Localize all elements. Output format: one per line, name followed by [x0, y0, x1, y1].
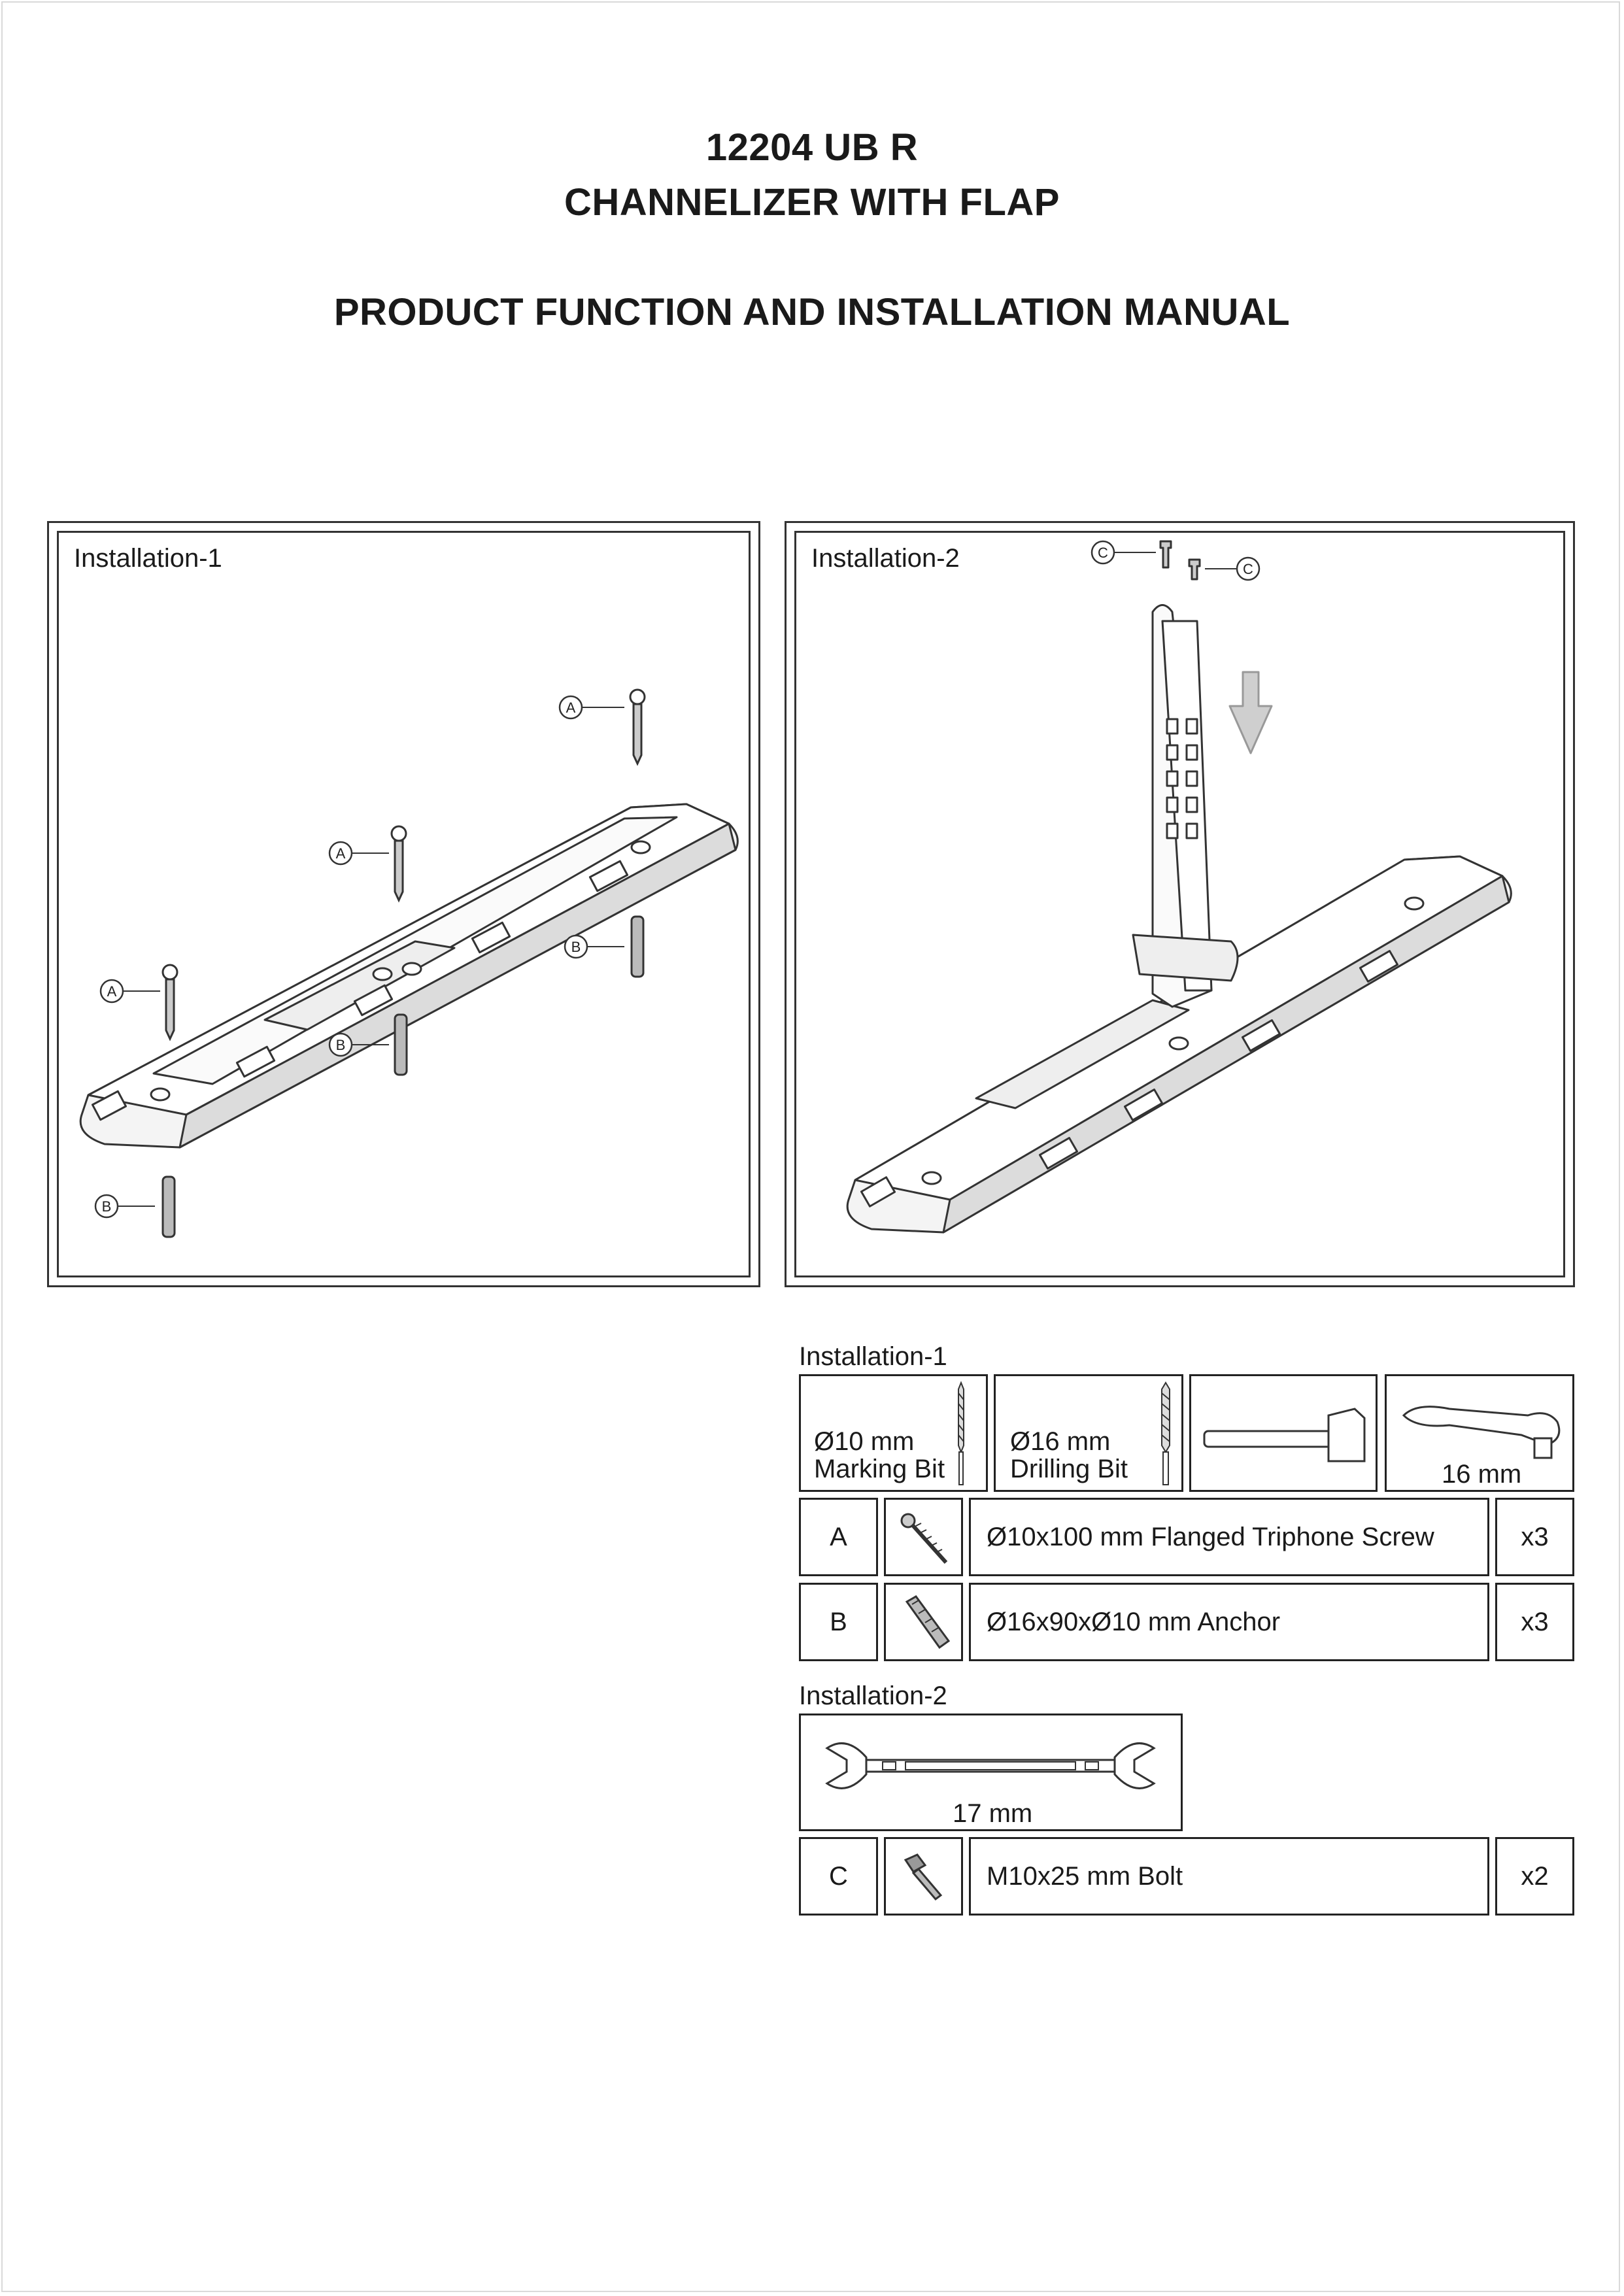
wrench-icon [825, 1742, 1156, 1789]
drill-bit-icon [958, 1381, 964, 1485]
marking-bit-size: Ø10 mm [814, 1427, 915, 1456]
callout-a-1: A [566, 700, 576, 716]
channelizer-base-drawing: A A A B B B [79, 688, 739, 1238]
part-description: Ø16x90xØ10 mm Anchor [987, 1607, 1281, 1636]
part-description-cell: M10x25 mm Bolt [969, 1837, 1489, 1916]
part-quantity: x2 [1521, 1861, 1549, 1891]
bolt-icon [904, 1853, 943, 1901]
part-image-cell [884, 1498, 963, 1576]
wrench-tool: 17 mm [799, 1714, 1183, 1831]
part-quantity-cell: x3 [1495, 1498, 1574, 1576]
part-quantity-cell: x3 [1495, 1583, 1574, 1661]
drilling-bit-tool: Ø16 mm Drilling Bit [994, 1374, 1183, 1492]
callout-b-2: B [336, 1037, 346, 1053]
part-image-cell [884, 1837, 963, 1916]
ratchet-tool: 16 mm [1385, 1374, 1574, 1492]
marking-bit-name: Marking Bit [814, 1455, 945, 1483]
drilling-bit-name: Drilling Bit [1010, 1455, 1128, 1483]
part-quantity: x3 [1521, 1607, 1549, 1636]
part-description-cell: Ø16x90xØ10 mm Anchor [969, 1583, 1489, 1661]
part-image-cell [884, 1583, 963, 1661]
part-code-cell: B [799, 1583, 878, 1661]
hammer-icon [1203, 1408, 1366, 1462]
callout-a-2: A [336, 845, 346, 862]
ratchet-icon [1402, 1406, 1561, 1459]
part-quantity-cell: x2 [1495, 1837, 1574, 1916]
figure-inner-border [794, 531, 1565, 1277]
part-description: M10x25 mm Bolt [987, 1861, 1183, 1891]
manual-title: PRODUCT FUNCTION AND INSTALLATION MANUAL [333, 291, 1291, 333]
callout-a-3: A [107, 983, 117, 1000]
callout-b-1: B [571, 939, 581, 955]
tools-section-1-label: Installation-1 [799, 1342, 947, 1371]
part-quantity: x3 [1521, 1522, 1549, 1551]
drilling-bit-size: Ø16 mm [1010, 1427, 1111, 1456]
part-code: B [830, 1607, 847, 1636]
part-code: A [830, 1522, 847, 1551]
wrench-size: 17 mm [953, 1799, 1033, 1828]
part-code: C [829, 1861, 848, 1891]
part-code-cell: A [799, 1498, 878, 1576]
callout-c-1: C [1098, 545, 1108, 561]
channelizer-flap-drawing: C C [846, 540, 1512, 1234]
marking-bit-tool: Ø10 mm Marking Bit [799, 1374, 988, 1492]
installation-2-figure: Installation-2 [785, 521, 1575, 1287]
screw-icon [900, 1513, 948, 1564]
figure-label: Installation-1 [74, 544, 222, 573]
hammer-tool [1189, 1374, 1378, 1492]
callout-b-3: B [102, 1198, 112, 1215]
ratchet-size: 16 mm [1442, 1460, 1522, 1489]
part-description-cell: Ø10x100 mm Flanged Triphone Screw [969, 1498, 1489, 1576]
part-description: Ø10x100 mm Flanged Triphone Screw [987, 1522, 1434, 1551]
product-name-title: CHANNELIZER WITH FLAP [564, 181, 1060, 224]
part-code-cell: C [799, 1837, 878, 1916]
figure-inner-border [57, 531, 751, 1277]
drill-bit-icon [1161, 1381, 1170, 1485]
callout-c-2: C [1243, 561, 1253, 577]
anchor-icon [905, 1595, 951, 1649]
product-code-title: 12204 UB R [705, 126, 919, 169]
figure-label: Installation-2 [811, 544, 960, 573]
tools-section-2-label: Installation-2 [799, 1681, 947, 1710]
installation-1-figure: Installation-1 [47, 521, 760, 1287]
